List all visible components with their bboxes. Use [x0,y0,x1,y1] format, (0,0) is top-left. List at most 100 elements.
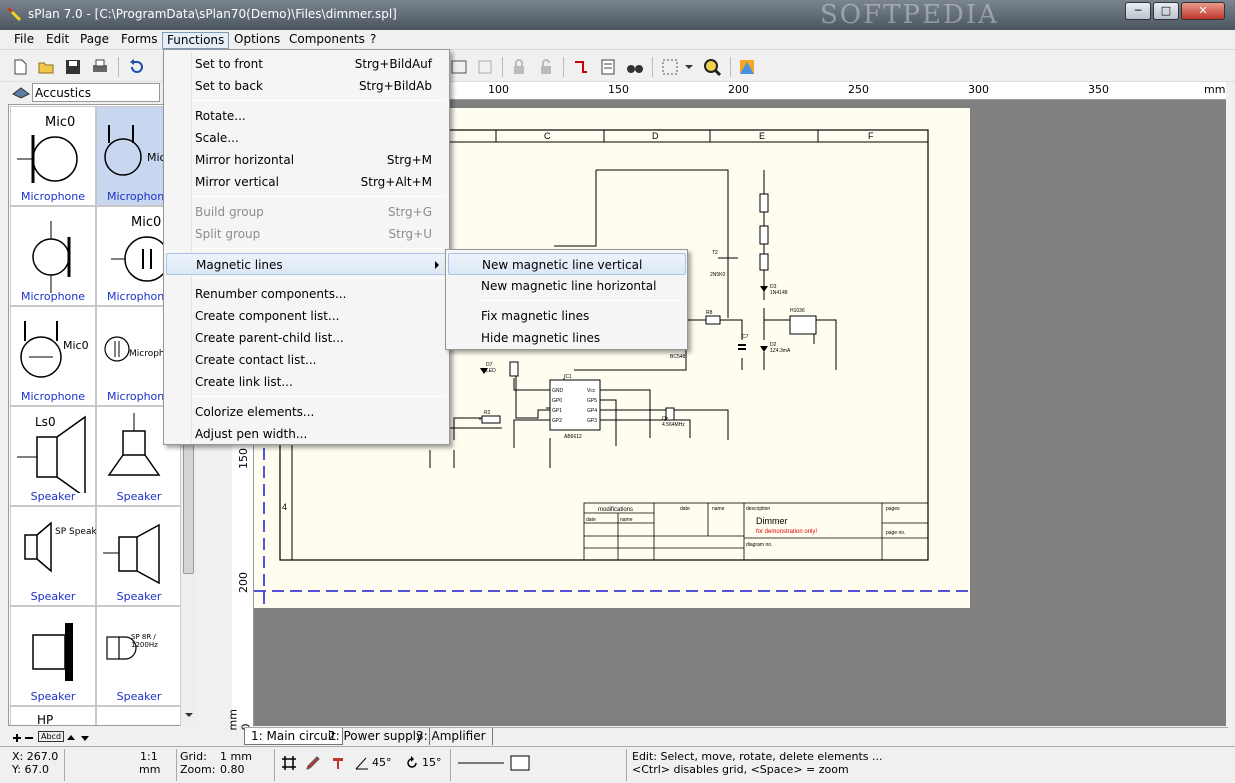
column-label: C [544,131,551,141]
fill-style-icon[interactable] [510,755,530,771]
arrow-up-icon[interactable] [66,733,76,743]
library-select[interactable]: Accustics [32,83,160,102]
arrow-down-icon[interactable] [80,733,90,743]
library-cell-speaker-6[interactable]: SP 8R / 1200Hz Speaker [96,606,182,706]
titleblock-diagram: diagram no. [746,542,772,548]
open-folder-icon[interactable] [37,58,55,76]
menu-edit[interactable]: Edit [46,32,70,46]
cell-label: Microphone [106,190,172,203]
connection-icon[interactable] [572,58,590,76]
grid-label: Grid: [180,750,207,763]
cell-text: SP Speaker [55,527,106,537]
menu-file[interactable]: File [14,32,35,46]
magnetic-lines-submenu: New magnetic line vertical New magnetic … [445,249,688,350]
menu-item-create-component-list[interactable]: Create component list... [195,309,340,323]
chevron-down-icon[interactable] [684,58,694,76]
page-tabs: 1: Main circuit 2: Power supply 3: Ampli… [244,727,1228,745]
menu-options[interactable]: Options [234,32,281,46]
color-palette-icon[interactable] [738,58,756,76]
line-style-icon[interactable] [458,761,504,765]
library-cell-hp[interactable]: HP [10,706,96,726]
window-title: sPlan 7.0 - [C:\ProgramData\sPlan70(Demo… [28,7,397,21]
titleblock-pages: pages [886,506,900,512]
library-cell-speaker-5[interactable]: Speaker [10,606,96,706]
title-bar: sPlan 7.0 - [C:\ProgramData\sPlan70(Demo… [0,0,1235,30]
save-icon[interactable] [64,58,82,76]
tab-main-circuit[interactable]: 1: Main circuit [244,728,343,745]
menu-help[interactable]: ? [370,32,377,46]
binoculars-icon[interactable] [626,58,644,76]
plus-icon[interactable] [12,733,22,743]
grid-snap-icon[interactable] [281,755,297,771]
menu-item-renumber-components[interactable]: Renumber components... [195,287,347,301]
text-style-button[interactable]: Abcd [38,731,65,742]
speaker-symbol-icon [106,636,137,660]
tab-power-supply[interactable]: 2: Power supply [322,728,431,745]
titleblock-title: Dimmer [756,516,788,526]
menu-components[interactable]: Components [289,32,365,46]
grid-icon[interactable] [661,58,679,76]
library-cell-partial[interactable] [96,706,182,725]
distribute-icon[interactable] [476,58,494,76]
lock-icon[interactable] [510,58,528,76]
unlock-icon[interactable] [537,58,555,76]
list-icon[interactable] [599,58,617,76]
cell-label: Speaker [30,590,76,603]
pen-icon[interactable] [305,755,321,771]
scale-unit: mm [139,763,161,776]
cell-text: Ls0 [35,415,56,429]
angle-icon[interactable] [354,755,370,771]
submenu-new-vertical[interactable]: New magnetic line vertical [448,253,686,275]
menu-page[interactable]: Page [80,32,110,46]
pin-icon[interactable] [330,755,346,771]
submenu-fix-lines[interactable]: Fix magnetic lines [481,309,590,323]
scroll-down-icon[interactable] [184,710,194,720]
maximize-button[interactable]: □ [1153,2,1179,20]
menu-item-magnetic-lines[interactable]: Magnetic lines [166,253,448,275]
menu-item-rotate[interactable]: Rotate... [195,109,246,123]
titleblock-date: date [586,517,596,523]
minimize-button[interactable]: ─ [1125,2,1151,20]
submenu-hide-lines[interactable]: Hide magnetic lines [481,331,601,345]
menu-functions[interactable]: Functions [162,32,230,49]
menu-item-adjust-pen-width[interactable]: Adjust pen width... [195,427,308,441]
rotate-icon[interactable] [404,755,420,771]
ruler-label: 300 [968,83,989,96]
ruler-label: 250 [848,83,869,96]
ruler-label: 150 [237,448,250,469]
library-cell-mic-3[interactable]: Microphone [10,206,96,306]
menu-item-create-contact-list[interactable]: Create contact list... [195,353,317,367]
angle-value-1: 45° [372,756,392,769]
zoom-icon[interactable] [703,58,721,76]
menu-item-scale[interactable]: Scale... [195,131,239,145]
cell-label: Speaker [30,690,76,703]
library-cell-mic-5[interactable]: Mic0 Microphone [10,306,96,406]
cell-text: HP [37,713,54,726]
pin-label: GND [552,388,564,394]
row-label: 4 [282,502,287,512]
scale-value: 1:1 [140,750,158,763]
align-icon[interactable] [450,58,468,76]
new-file-icon[interactable] [11,58,29,76]
pin-label: GP2 [552,418,562,424]
library-cell-speaker-1[interactable]: Ls0 Speaker [10,406,96,506]
menu-forms[interactable]: Forms [121,32,158,46]
menu-item-colorize-elements[interactable]: Colorize elements... [195,405,315,419]
submenu-new-horizontal[interactable]: New magnetic line horizontal [481,279,657,293]
print-icon[interactable] [91,58,109,76]
close-button[interactable]: ✕ [1181,2,1225,20]
library-cell-mic-1[interactable]: Mic0 Microphone [10,106,96,206]
library-cell-speaker-4[interactable]: Speaker [96,506,182,606]
menu-item-create-parent-child-list[interactable]: Create parent-child list... [195,331,344,345]
menu-item-create-link-list[interactable]: Create link list... [195,375,293,389]
minus-icon[interactable] [24,733,34,743]
library-cell-speaker-3[interactable]: SP Speaker Speaker [10,506,106,606]
tab-amplifier[interactable]: 3: Amplifier [410,728,493,745]
undo-icon[interactable] [127,58,145,76]
